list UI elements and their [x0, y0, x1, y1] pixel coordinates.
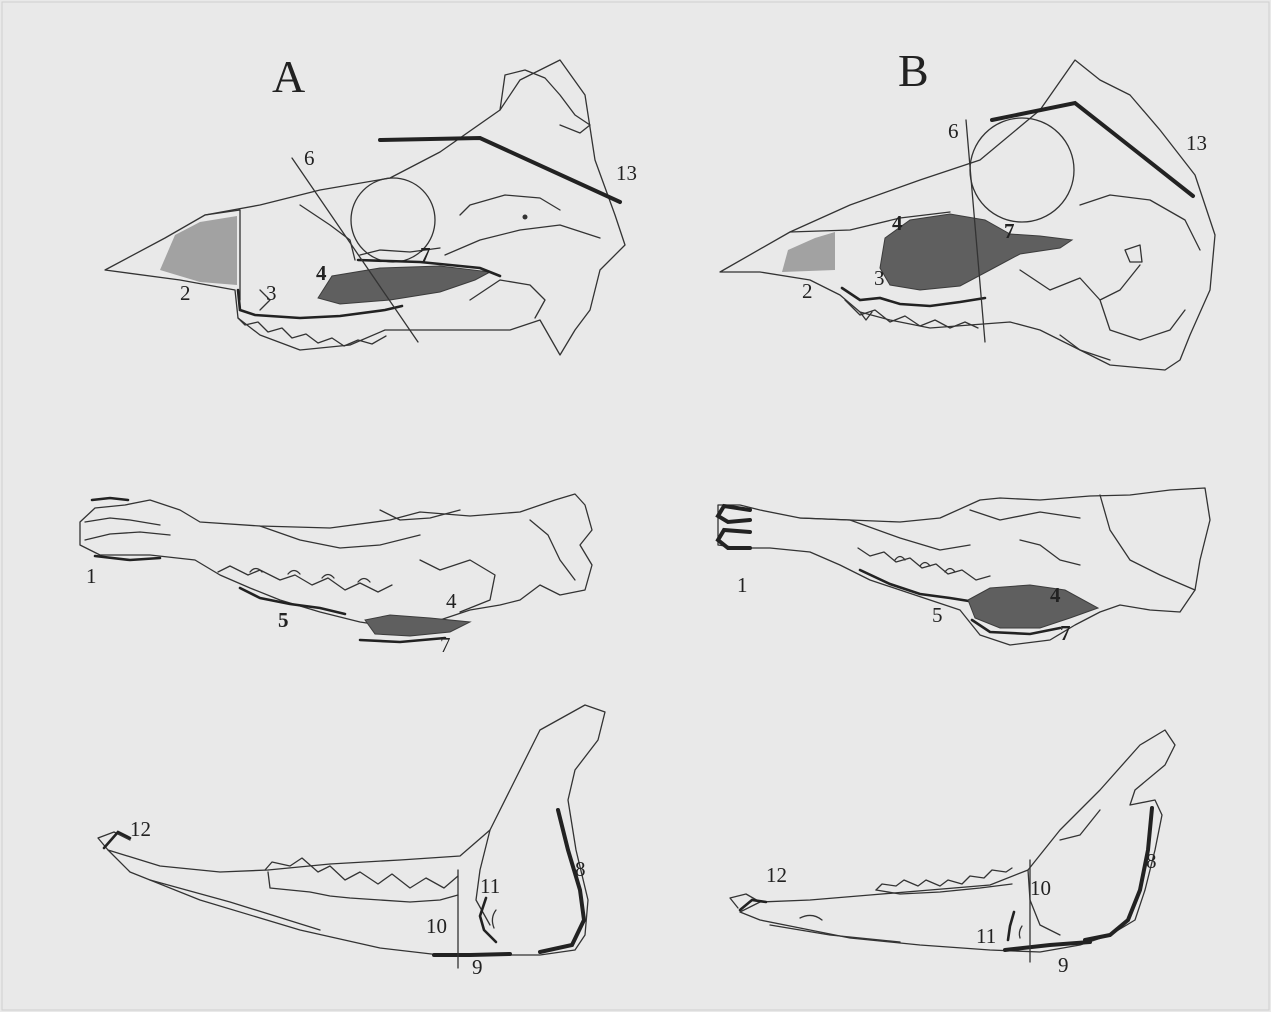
panel-b-label-11: 11: [976, 924, 996, 948]
panel-b-label-4-skull: 4: [892, 211, 903, 235]
panel-b-label-5: 5: [932, 603, 943, 627]
panel-a-label-8: 8: [575, 857, 586, 881]
panel-a-label-6: 6: [304, 146, 315, 170]
panel-b-label-13: 13: [1186, 131, 1207, 155]
panel-a-dot: [523, 215, 528, 220]
panel-a-label-7-skull: 7: [420, 243, 431, 267]
panel-b-label-3: 3: [874, 266, 885, 290]
panel-a-label-9: 9: [472, 955, 483, 979]
panel-a-label-5: 5: [278, 608, 289, 632]
panel-a-label-13: 13: [616, 161, 637, 185]
panel-a-title: A: [272, 51, 305, 102]
panel-a-label-4-skull: 4: [316, 261, 327, 285]
panel-a-label-1: 1: [86, 564, 97, 588]
panel-a-label-11: 11: [480, 874, 500, 898]
panel-a-label-4-ventral: 4: [446, 589, 457, 613]
panel-b-title: B: [898, 45, 929, 96]
panel-b-label-2: 2: [802, 279, 813, 303]
panel-a-label-12: 12: [130, 817, 151, 841]
panel-b-label-10: 10: [1030, 876, 1051, 900]
panel-a-label-3: 3: [266, 281, 277, 305]
panel-b-label-12: 12: [766, 863, 787, 887]
panel-b-label-7-skull: 7: [1004, 219, 1015, 243]
panel-b-label-8: 8: [1146, 849, 1157, 873]
panel-b-label-7-ventral: 7: [1060, 621, 1071, 645]
panel-b-label-4-ventral: 4: [1050, 583, 1061, 607]
panel-a-label-10: 10: [426, 914, 447, 938]
panel-b-label-1: 1: [737, 573, 748, 597]
panel-a-label-2: 2: [180, 281, 191, 305]
panel-b-label-9: 9: [1058, 953, 1069, 977]
panel-b-label-6: 6: [948, 119, 959, 143]
panel-a-label-7-ventral: 7: [440, 633, 451, 657]
